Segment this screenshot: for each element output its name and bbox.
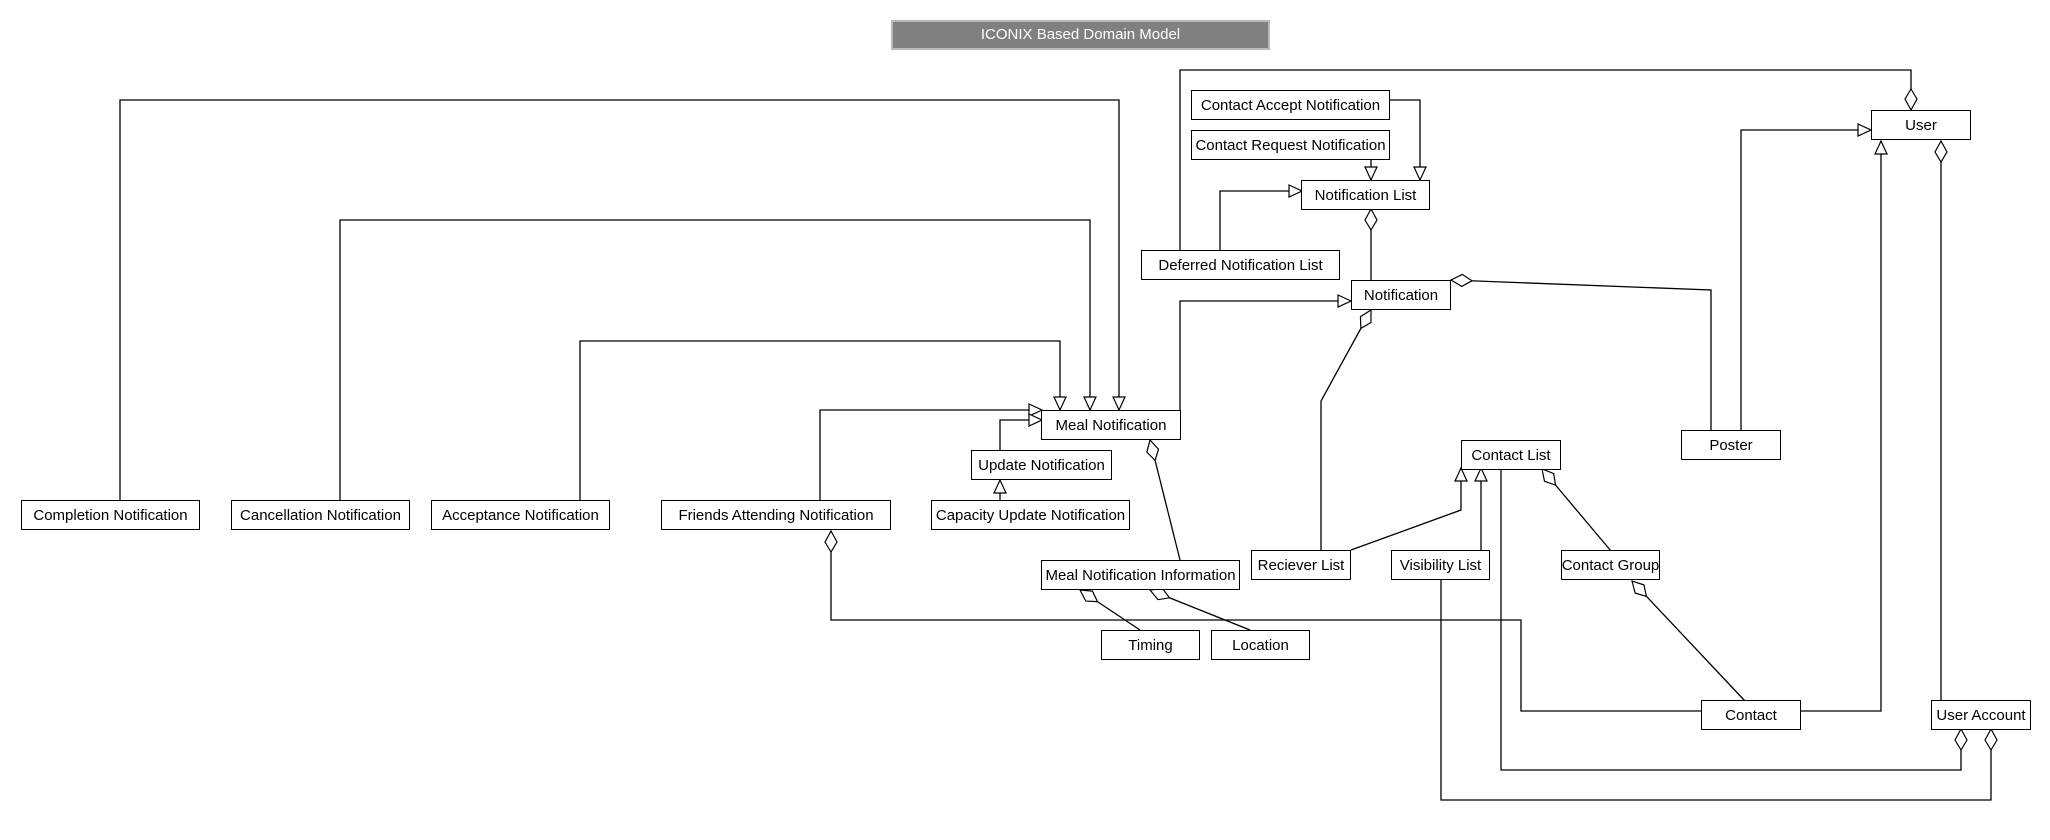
class-user-account[interactable]: User Account [1931, 700, 2031, 730]
edge-contact-list-has-contact-group [1542, 469, 1612, 552]
class-cancellation-notification[interactable]: Cancellation Notification [231, 500, 410, 530]
edge-contact-group-has-contact [1632, 581, 1746, 702]
edge-meal-notification-to-notification [1179, 294, 1353, 410]
edge-friends-attending-has-contact [831, 531, 1702, 712]
class-location[interactable]: Location [1211, 630, 1310, 660]
edge-information-has-location [1150, 590, 1251, 631]
class-user[interactable]: User [1871, 110, 1971, 140]
class-meal-notification-information[interactable]: Meal Notification Information [1041, 560, 1240, 590]
edge-completion-to-meal-notification [119, 99, 1126, 500]
edge-notification-has-poster [1451, 280, 1712, 430]
class-completion-notification[interactable]: Completion Notification [21, 500, 200, 530]
class-update-notification[interactable]: Update Notification [971, 450, 1112, 480]
class-reciever-list[interactable]: Reciever List [1251, 550, 1351, 580]
class-notification-list[interactable]: Notification List [1301, 180, 1430, 210]
edge-update-to-meal-notification [999, 413, 1044, 450]
edge-acceptance-to-meal-notification [579, 340, 1067, 500]
edge-meal-notification-has-information [1150, 440, 1181, 561]
edge-information-has-timing [1080, 590, 1141, 631]
class-visibility-list[interactable]: Visibility List [1391, 550, 1490, 580]
class-timing[interactable]: Timing [1101, 630, 1200, 660]
class-contact-list[interactable]: Contact List [1461, 440, 1561, 470]
edge-contact-to-user [1801, 139, 1888, 712]
class-contact[interactable]: Contact [1701, 700, 1801, 730]
class-capacity-update-notification[interactable]: Capacity Update Notification [931, 500, 1130, 530]
class-meal-notification[interactable]: Meal Notification [1041, 410, 1181, 440]
diagram-title: ICONIX Based Domain Model [891, 20, 1270, 50]
edge-poster-to-user [1740, 123, 1873, 430]
edge-user-has-deferred-list [1179, 69, 1911, 250]
edge-user-account-has-visibility-list [1440, 580, 1991, 801]
class-friends-attending-notification[interactable]: Friends Attending Notification [661, 500, 891, 530]
class-contact-accept-notification[interactable]: Contact Accept Notification [1191, 90, 1390, 120]
edge-user-account-has-contact-list [1500, 470, 1961, 771]
edge-reciever-list-to-contact-list [1350, 466, 1468, 551]
edge-notification-has-reciever-list [1320, 310, 1371, 550]
edge-cancellation-to-meal-notification [339, 219, 1097, 500]
edge-contact-accept-to-notification-list [1389, 99, 1427, 182]
class-contact-group[interactable]: Contact Group [1561, 550, 1660, 580]
class-notification[interactable]: Notification [1351, 280, 1451, 310]
class-poster[interactable]: Poster [1681, 430, 1781, 460]
edge-deferred-to-notification-list [1219, 184, 1304, 250]
class-contact-request-notification[interactable]: Contact Request Notification [1191, 130, 1390, 160]
edge-friends-attending-to-meal-notification [819, 403, 1044, 500]
class-acceptance-notification[interactable]: Acceptance Notification [431, 500, 610, 530]
class-deferred-notification-list[interactable]: Deferred Notification List [1141, 250, 1340, 280]
